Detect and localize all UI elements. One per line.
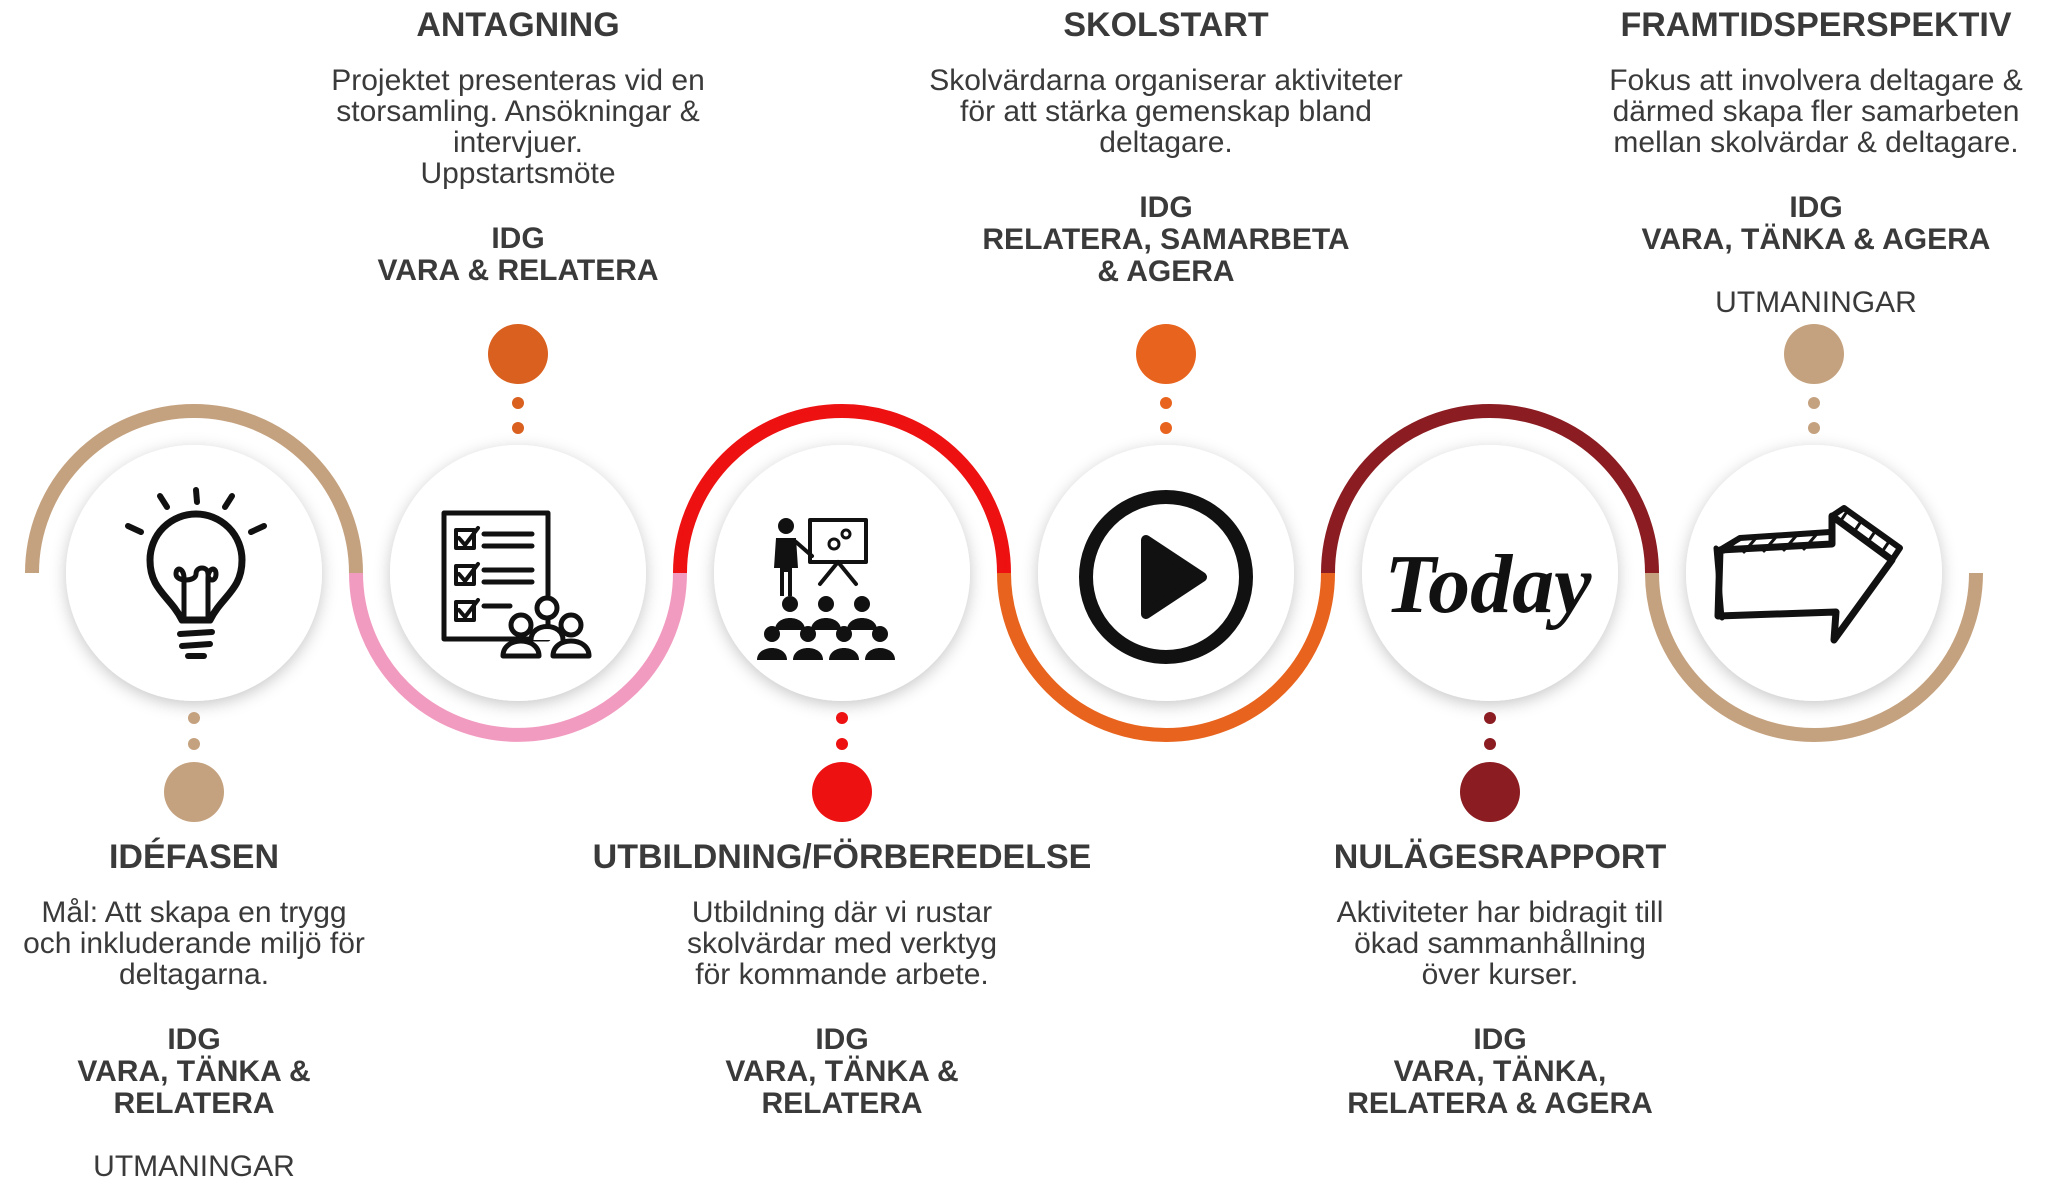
stage-block-4: SKOLSTART Skolvärdarna organiserar aktiv… (906, 6, 1426, 288)
stage-circle-2 (390, 445, 646, 701)
stage-description: Aktiviteter har bidragit till ökad samma… (1336, 896, 1664, 991)
stage-description: Projektet presenteras vid en storsamling… (331, 64, 705, 190)
lightbulb-icon (125, 487, 267, 659)
audience-head (872, 626, 888, 642)
audience-head (800, 626, 816, 642)
stage-title: ANTAGNING (416, 6, 620, 44)
stage-arc-3 (673, 404, 1011, 574)
stage-block-1: IDÉFASEN Mål: Att skapa en trygg och ink… (4, 838, 384, 1184)
stage-idg: IDG VARA, TÄNKA & RELATERA (725, 1023, 959, 1120)
audience-body (847, 618, 877, 630)
stage-block-5: NULÄGESRAPPORT Aktiviteter har bidragit … (1270, 838, 1730, 1120)
stage-description: Skolvärdarna organiserar aktiviteter för… (929, 64, 1403, 159)
stage-title: NULÄGESRAPPORT (1333, 838, 1667, 876)
stage-idg: IDG VARA & RELATERA (377, 222, 659, 287)
audience-head (782, 596, 798, 612)
audience-head (836, 626, 852, 642)
connector-6 (1784, 324, 1844, 434)
arrow-right-icon (1713, 505, 1903, 644)
audience-head (818, 596, 834, 612)
stage-block-2: ANTAGNING Projektet presenteras vid en s… (298, 6, 738, 287)
audience-head (764, 626, 780, 642)
stage-idg: IDG RELATERA, SAMARBETA & AGERA (982, 191, 1350, 288)
connector-1 (164, 712, 224, 822)
connector-4 (1136, 324, 1196, 434)
audience-head (854, 596, 870, 612)
stage-block-6: FRAMTIDSPERSPEKTIV Fokus att involvera d… (1590, 6, 2042, 320)
play-icon (1079, 490, 1253, 664)
stage-title: SKOLSTART (1063, 6, 1269, 44)
connector-2 (488, 324, 548, 434)
stage-arc-6 (1645, 572, 1983, 742)
presentation-audience-icon (757, 518, 895, 660)
stage-extra: UTMANINGAR (1715, 286, 1917, 319)
stage-description: Fokus att involvera deltagare & därmed s… (1609, 64, 2023, 159)
audience-body (829, 648, 859, 660)
today-icon: Today (1385, 538, 1593, 631)
stage-idg: IDG VARA, TÄNKA & AGERA (1641, 191, 1991, 256)
audience-body (775, 618, 805, 630)
audience-body (793, 648, 823, 660)
stage-extra: UTMANINGAR (93, 1150, 295, 1183)
today-icon-text: Today (1385, 538, 1593, 631)
connector-3 (812, 712, 872, 822)
audience-body (865, 648, 895, 660)
stage-title: FRAMTIDSPERSPEKTIV (1620, 6, 2012, 44)
stage-title: IDÉFASEN (108, 838, 280, 876)
stage-title: UTBILDNING/FÖRBEREDELSE (592, 838, 1092, 876)
stage-idg: IDG VARA, TÄNKA & RELATERA (77, 1023, 311, 1120)
audience-body (757, 648, 787, 660)
stage-circle-6 (1686, 445, 1942, 701)
stage-arc-1 (25, 404, 363, 574)
stage-arc-4 (997, 572, 1335, 742)
stage-circle-5 (1362, 445, 1618, 701)
stage-arc-2 (349, 572, 687, 742)
checklist-people-icon (441, 510, 592, 659)
stage-description: Utbildning där vi rustar skolvärdar med … (686, 896, 998, 991)
connector-5 (1460, 712, 1520, 822)
stage-circle-3 (714, 445, 970, 701)
stage-idg: IDG VARA, TÄNKA, RELATERA & AGERA (1347, 1023, 1653, 1120)
stage-block-3: UTBILDNING/FÖRBEREDELSE Utbildning där v… (562, 838, 1122, 1120)
audience-body (811, 618, 841, 630)
stage-arc-5 (1321, 404, 1659, 574)
stage-description: Mål: Att skapa en trygg och inkluderande… (23, 896, 365, 991)
